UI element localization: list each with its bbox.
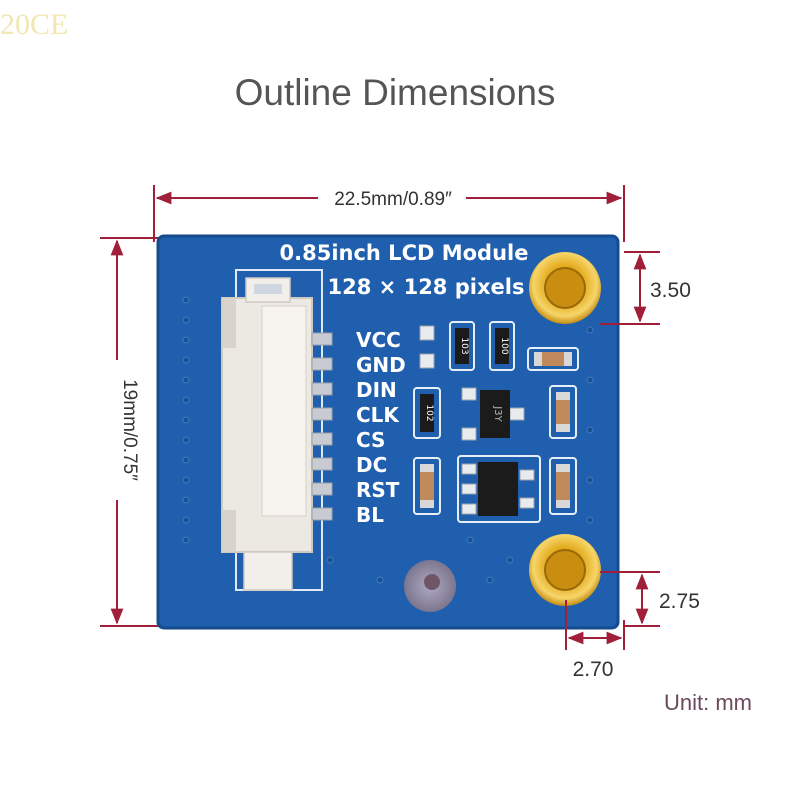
height-label: 19mm/0.75″ — [119, 379, 140, 481]
pin-labels: VCC GND DIN CLK CS DC RST BL — [356, 328, 406, 527]
watermark-text: 20CE — [0, 8, 69, 41]
pin-label: RST — [356, 478, 400, 502]
hole-bottom-dimension: 2.75 — [600, 571, 700, 627]
component-mark: 100 — [499, 337, 509, 354]
component-mark: 103 — [459, 337, 469, 354]
width-dimension: 22.5mm/0.89″ — [153, 185, 625, 242]
component-mark: J3Y — [492, 405, 503, 422]
pin-label: DC — [356, 453, 387, 477]
lcd-module-board: 0.85inch LCD Module 128 × 128 pixels VCC… — [156, 234, 620, 630]
mounting-hole-top — [529, 252, 601, 324]
hole-side-dimension: 2.70 — [565, 600, 625, 681]
pin-label: VCC — [356, 328, 401, 352]
hole-bottom-label: 2.75 — [659, 590, 700, 613]
fpc-connector — [221, 277, 333, 591]
pin-label: GND — [356, 353, 406, 377]
component-mark: 102 — [424, 404, 434, 421]
mounting-hole-bottom — [529, 534, 601, 606]
pin-label: DIN — [356, 378, 397, 402]
board-name: 0.85inch LCD Module — [280, 241, 529, 265]
height-dimension: 19mm/0.75″ — [100, 237, 168, 627]
width-label: 22.5mm/0.89″ — [334, 189, 452, 210]
pin-label: CS — [356, 428, 385, 452]
pin-label: BL — [356, 503, 384, 527]
smd-components: 103 100 102 J3Y — [404, 321, 579, 612]
hole-top-label: 3.50 — [650, 279, 691, 302]
hole-side-label: 2.70 — [573, 658, 614, 681]
unit-label: Unit: mm — [664, 690, 752, 715]
board-resolution: 128 × 128 pixels — [328, 275, 525, 299]
hole-top-dimension: 3.50 — [600, 251, 691, 325]
pin-label: CLK — [356, 403, 400, 427]
page-title: Outline Dimensions — [234, 72, 556, 113]
